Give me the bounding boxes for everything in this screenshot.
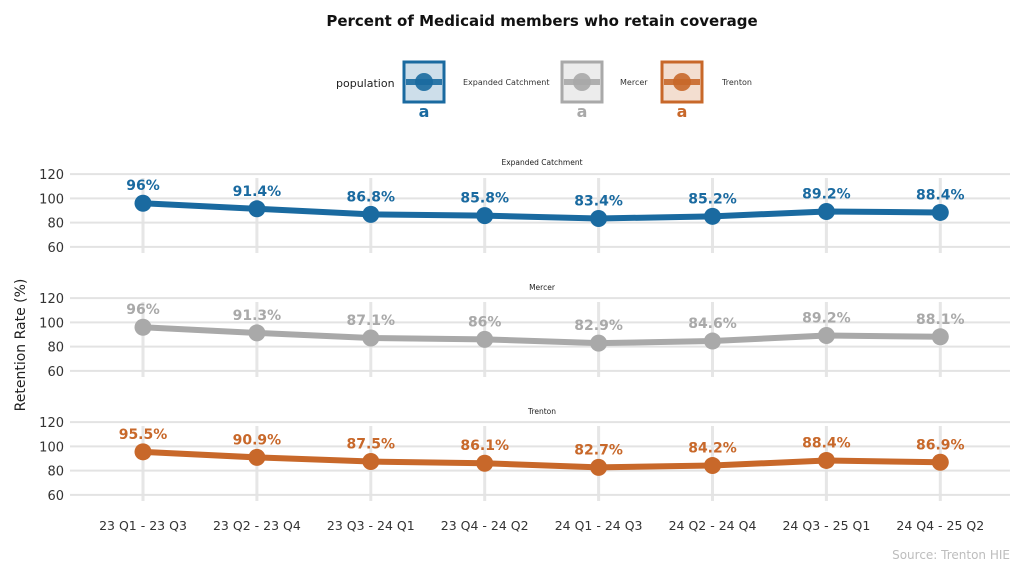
data-point (362, 453, 380, 471)
legend-key-glyph: a (419, 102, 430, 121)
data-point (362, 329, 380, 347)
data-label: 89.2% (802, 310, 851, 326)
data-label: 87.5% (347, 437, 396, 453)
x-tick-label: 24 Q3 - 25 Q1 (782, 518, 870, 533)
series-line (140, 448, 944, 471)
y-axis-title: Retention Rate (%) (13, 279, 29, 412)
legend-label: Trenton (721, 78, 752, 87)
data-point (362, 205, 380, 223)
x-tick-label: 23 Q4 - 24 Q2 (441, 518, 529, 533)
data-label: 89.2% (802, 186, 851, 202)
data-point (817, 451, 835, 469)
y-tick-label: 120 (39, 168, 64, 183)
x-tick-label: 24 Q4 - 25 Q2 (896, 518, 984, 533)
legend-label: Expanded Catchment (463, 78, 549, 87)
x-tick-label: 23 Q3 - 24 Q1 (327, 518, 415, 533)
data-point (248, 324, 266, 342)
data-label: 82.9% (574, 318, 623, 334)
data-label: 83.4% (574, 194, 623, 210)
source-caption: Source: Trenton HIE (892, 548, 1010, 562)
data-point (476, 454, 494, 472)
legend: population a Expanded Catchment a Mercer a Tr… (336, 60, 752, 121)
legend-label: Mercer (620, 78, 648, 87)
data-label: 87.1% (347, 313, 396, 329)
data-label: 88.4% (802, 435, 851, 451)
legend-key-glyph: a (677, 102, 688, 121)
y-tick-label: 80 (47, 217, 64, 232)
data-point (817, 326, 835, 344)
x-tick-label: 23 Q1 - 23 Q3 (99, 518, 187, 533)
data-point (590, 458, 608, 476)
panels: Expanded Catchment 60 80 100 120 96% 91.4% 86.8… (39, 158, 1010, 504)
data-label: 88.4% (916, 187, 965, 203)
data-point (704, 457, 721, 475)
y-tick-label: 100 (39, 192, 64, 207)
data-label: 91.4% (233, 184, 282, 200)
data-label: 96% (126, 302, 160, 318)
x-tick-label: 24 Q2 - 24 Q4 (669, 518, 757, 533)
data-point (134, 443, 152, 461)
legend-key-glyph: a (577, 102, 588, 121)
data-point (931, 328, 949, 346)
data-point (476, 207, 494, 225)
data-point (817, 202, 835, 220)
data-label: 82.7% (574, 442, 623, 458)
legend-key-trenton: a Trenton (660, 60, 752, 121)
data-label: 90.9% (233, 432, 282, 448)
legend-key-expanded-catchment: a Expanded Catchment (402, 60, 549, 121)
y-tick-label: 120 (39, 416, 64, 431)
panel-title: Expanded Catchment (501, 158, 582, 167)
data-point (931, 453, 949, 471)
y-tick-label: 100 (39, 316, 64, 331)
data-label: 85.2% (688, 191, 737, 207)
data-point (704, 207, 721, 225)
data-label: 86.8% (347, 189, 396, 205)
data-label: 86% (468, 314, 502, 330)
panel-title: Trenton (527, 407, 556, 416)
data-label: 96% (126, 178, 160, 194)
x-axis: 23 Q1 - 23 Q3 23 Q2 - 23 Q4 23 Q3 - 24 Q1 2… (99, 518, 984, 533)
y-tick-label: 60 (47, 241, 64, 256)
panel-title: Mercer (529, 283, 556, 292)
data-point (134, 318, 152, 336)
data-label: 88.1% (916, 312, 965, 328)
legend-title: population (336, 77, 395, 90)
data-label: 84.6% (688, 316, 737, 332)
data-label: 95.5% (119, 427, 168, 443)
data-label: 85.8% (460, 191, 509, 207)
x-tick-label: 24 Q1 - 24 Q3 (555, 518, 643, 533)
data-label: 86.1% (460, 438, 509, 454)
data-point (590, 334, 608, 352)
legend-key-point (673, 73, 691, 91)
panel-mercer: Mercer 60 80 100 120 96% 91.3% 87.1% 86% 82.9% 84.… (39, 283, 1010, 380)
y-tick-label: 120 (39, 292, 64, 307)
data-point (931, 203, 949, 221)
data-point (476, 330, 494, 348)
data-point (704, 332, 721, 350)
y-tick-label: 80 (47, 341, 64, 356)
y-tick-label: 60 (47, 365, 64, 380)
chart-title: Percent of Medicaid members who retain c… (326, 12, 757, 30)
data-point (590, 210, 608, 228)
data-label: 91.3% (233, 308, 282, 324)
series-line (140, 324, 944, 347)
x-tick-label: 23 Q2 - 23 Q4 (213, 518, 301, 533)
data-label: 84.2% (688, 441, 737, 457)
legend-key-mercer: a Mercer (560, 60, 648, 121)
panel-trenton: Trenton 60 80 100 120 95.5% 90.9% 87.5% 86.1% 82.… (39, 407, 1010, 504)
data-label: 86.9% (916, 437, 965, 453)
y-tick-label: 80 (47, 465, 64, 480)
data-point (134, 194, 152, 212)
y-tick-label: 60 (47, 489, 64, 504)
data-point (248, 448, 266, 466)
panel-expanded-catchment: Expanded Catchment 60 80 100 120 96% 91.4% 86.8… (39, 158, 1010, 256)
y-tick-label: 100 (39, 440, 64, 455)
legend-key-point (573, 73, 591, 91)
legend-key-point (415, 73, 433, 91)
data-point (248, 200, 266, 218)
series-line (140, 200, 944, 222)
